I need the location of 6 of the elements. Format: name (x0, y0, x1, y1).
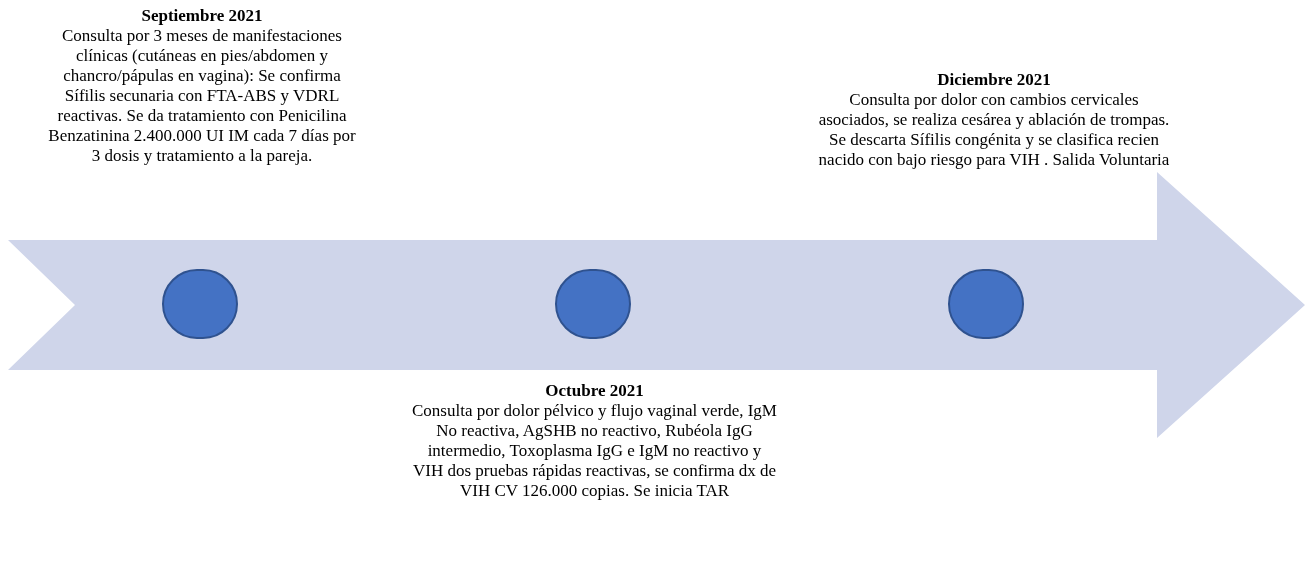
date-heading: Diciembre 2021 (936, 70, 1052, 90)
date-heading: Septiembre 2021 (140, 6, 264, 26)
event-description: Consulta por dolor con cambios cervicales asociados, se realiza cesárea y ablación de trompas. Se descarta Sífilis congénita y se clasifica recien nacido con bajo riesgo para VIH . Salida Voluntaria (818, 90, 1170, 170)
event-description: Consulta por 3 meses de manifestaciones clínicas (cutáneas en pies/abdomen y chancro/pápulas en vagina): Se confirma Sífilis secunaria con FTA-ABS y VDRL reactivas. Se da tratamiento con Penicilina Benzatinina 2.400.000 UI IM cada 7 días por 3 dosis y tratamiento a la pareja. (47, 26, 357, 166)
event-description: Consulta por dolor pélvico y flujo vaginal verde, IgM No reactiva, AgSHB no reactivo, Rubéola IgG intermedio, Toxoplasma IgG e IgM no reactivo y VIH dos pruebas rápidas reactivas, se confirma dx de VIH CV 126.000 copias. Se inicia TAR (412, 401, 777, 501)
date-heading: Octubre 2021 (544, 381, 645, 401)
